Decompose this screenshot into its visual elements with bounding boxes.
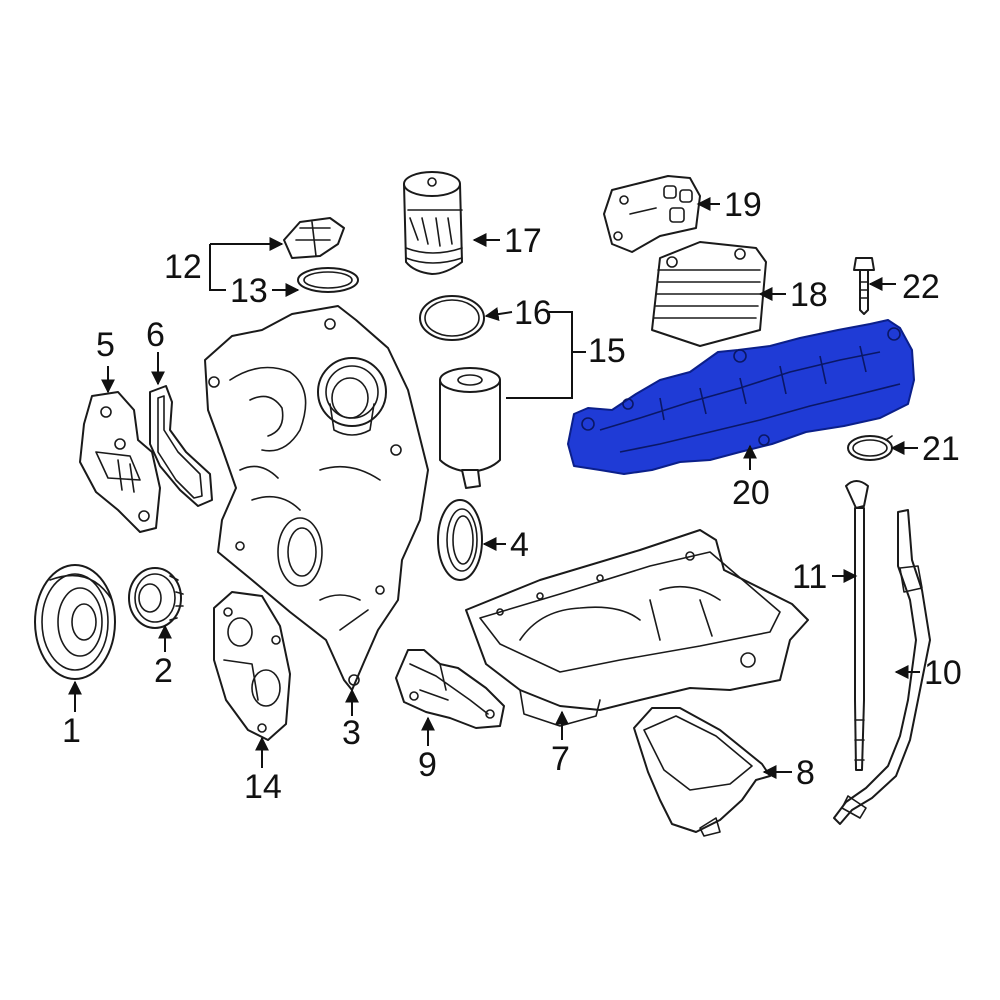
part-6-gasket[interactable] — [149, 385, 213, 507]
callout-12[interactable]: 12 — [164, 248, 202, 286]
part-16-o-ring[interactable] — [419, 295, 485, 341]
callout-labels: 1 2 3 4 5 6 7 8 9 10 11 12 13 14 15 16 1… — [62, 186, 962, 806]
callout-1[interactable]: 1 — [62, 712, 81, 750]
part-5-bracket[interactable] — [79, 391, 161, 533]
part-9-bracket[interactable] — [395, 649, 505, 729]
part-18-oil-cooler[interactable] — [651, 241, 767, 347]
callout-2[interactable]: 2 — [154, 652, 173, 690]
part-10-dipstick-tube[interactable] — [833, 509, 931, 825]
part-19-cooler-gasket[interactable] — [603, 175, 701, 253]
part-21-clamp[interactable] — [847, 435, 893, 461]
callout-6[interactable]: 6 — [146, 316, 165, 354]
callout-20[interactable]: 20 — [732, 474, 770, 512]
callout-18[interactable]: 18 — [790, 276, 828, 314]
callout-17[interactable]: 17 — [504, 222, 542, 260]
part-22-bolt[interactable] — [853, 257, 875, 315]
part-17-filter-cap[interactable] — [403, 171, 463, 275]
part-3-timing-cover[interactable] — [204, 305, 429, 691]
part-1-pulley[interactable] — [34, 564, 116, 680]
callout-10[interactable]: 10 — [924, 654, 962, 692]
part-14-plate[interactable] — [213, 591, 291, 741]
part-2-hub[interactable] — [128, 567, 184, 629]
callout-19[interactable]: 19 — [724, 186, 762, 224]
callout-13[interactable]: 13 — [230, 272, 268, 310]
callout-9[interactable]: 9 — [418, 746, 437, 784]
callout-16[interactable]: 16 — [514, 294, 552, 332]
part-15-filter-element[interactable] — [439, 367, 501, 489]
part-4-seal[interactable] — [437, 499, 483, 581]
callout-11[interactable]: 11 — [792, 558, 827, 596]
callout-22[interactable]: 22 — [902, 268, 940, 306]
part-8-oil-pan-lower[interactable] — [633, 707, 771, 837]
callout-4[interactable]: 4 — [510, 526, 529, 564]
part-12-sensor[interactable] — [283, 217, 345, 259]
callout-8[interactable]: 8 — [796, 754, 815, 792]
part-11-dipstick[interactable] — [845, 480, 869, 771]
callout-5[interactable]: 5 — [96, 326, 115, 364]
callout-21[interactable]: 21 — [922, 430, 960, 468]
callout-7[interactable]: 7 — [551, 740, 570, 778]
part-13-o-ring[interactable] — [297, 267, 359, 293]
part-20-intake-manifold[interactable] — [567, 319, 915, 475]
part-7-oil-pan-upper[interactable] — [465, 529, 809, 727]
callout-15[interactable]: 15 — [588, 332, 626, 370]
leader-lines — [68, 197, 920, 779]
callout-3[interactable]: 3 — [342, 714, 361, 752]
callout-14[interactable]: 14 — [244, 768, 282, 806]
